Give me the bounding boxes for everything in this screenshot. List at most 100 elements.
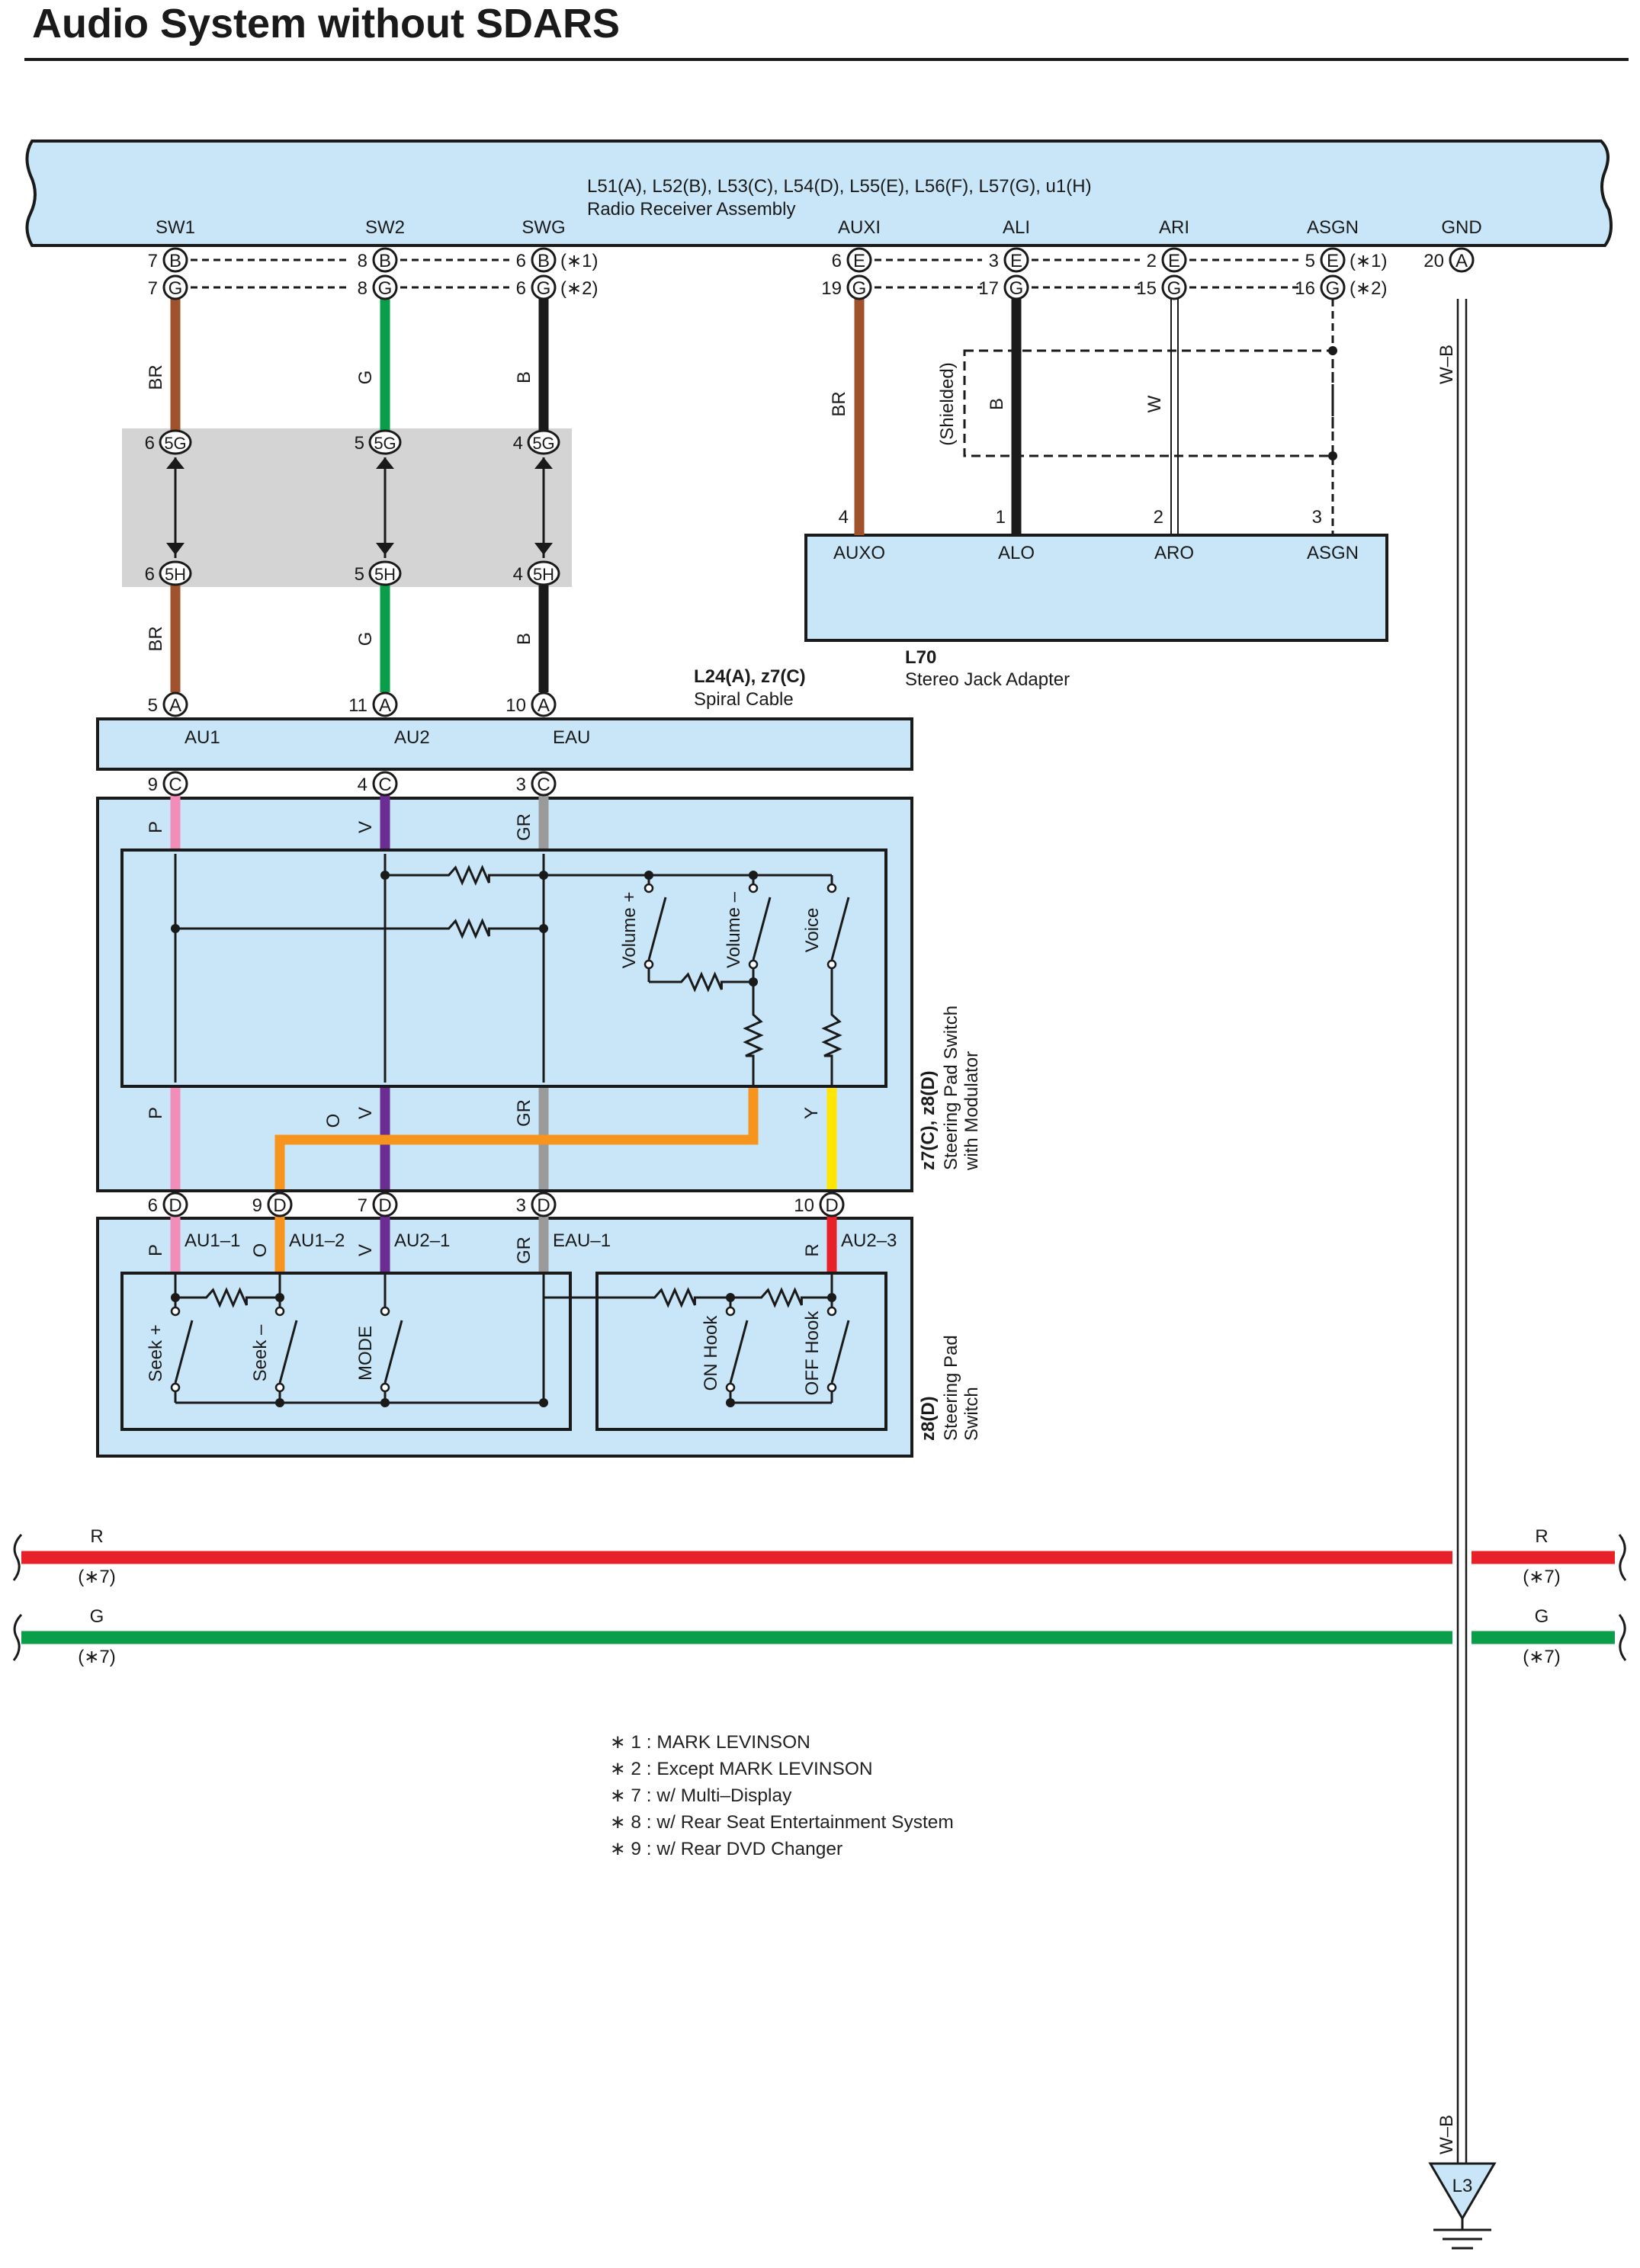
mod-res-5	[821, 1005, 842, 1066]
radio-pin-b3-conn: E	[853, 251, 865, 271]
gray-top-pin-0	[159, 429, 192, 455]
switch-on-hook-top-contact	[725, 1306, 736, 1317]
radio-pin-g3-circle	[846, 274, 872, 300]
spiral-pin-c1-conn: C	[378, 775, 391, 795]
dot-p-h1	[171, 924, 180, 933]
radio-pin-b1-circle	[372, 247, 398, 273]
switch-voice-top-contact	[826, 883, 837, 893]
radio-terminal-swg: SWG	[522, 217, 565, 238]
switch-off-hook-bottom-contact	[826, 1382, 837, 1393]
gray-top-conn-1: 5G	[374, 434, 396, 453]
pad-res-seek	[200, 1287, 253, 1308]
label-layer: L51(A), L52(B), L53(C), L54(D), L55(E), …	[78, 176, 1560, 2196]
gray-bot-num-1: 5	[355, 564, 364, 585]
radio-pin-b6-circle	[1320, 247, 1346, 273]
switch-on-hook-bottom-contact	[725, 1382, 736, 1393]
gray-top-conn-2: 5G	[532, 434, 554, 453]
pad-terminal-2: AU2–1	[394, 1230, 450, 1251]
bus-note-right-R: (∗7)	[1523, 1567, 1560, 1587]
switch-seek-minus-top-contact	[274, 1306, 285, 1317]
radio-pin-g4-circle	[1003, 274, 1029, 300]
mod-label-top-1: V	[355, 821, 376, 833]
pad-pin-d4-conn: D	[825, 1195, 838, 1216]
bus-note-left-R: (∗7)	[78, 1567, 115, 1587]
notes-legend: ∗ 1 : MARK LEVINSON ∗ 2 : Except MARK LE…	[610, 1729, 954, 1862]
spiral-pin-a1-conn: A	[379, 695, 391, 716]
switch-volume-minus-bottom-contact	[748, 959, 759, 970]
switch-seek-plus-blade	[174, 1320, 194, 1384]
bus-label-left-R: R	[90, 1526, 103, 1547]
mod-label-bot-2: GR	[514, 1099, 534, 1127]
gray-arrow-up-2	[534, 457, 553, 469]
radio-pin-g3-conn: G	[852, 278, 867, 299]
bus-label-right-G: G	[1535, 1606, 1549, 1627]
stereo-pin-3: 3	[1312, 507, 1322, 528]
pad-pin-d1-circle	[267, 1192, 293, 1217]
mod-label-bot-0: P	[146, 1107, 166, 1119]
spiral-pin-c0-conn: C	[168, 775, 181, 795]
radio-pin-g0-conn: G	[168, 278, 183, 299]
pad-pin-d1-num: 9	[252, 1195, 262, 1216]
pad-pin-d0-circle	[162, 1192, 188, 1217]
spiral-terminal-2: EAU	[553, 727, 590, 748]
radio-pin-g2-conn: G	[537, 278, 551, 299]
radio-terminal-ari: ARI	[1159, 217, 1189, 238]
page-title: Audio System without SDARS	[32, 1, 621, 47]
steering-pad-outer	[96, 1217, 913, 1458]
spiral-terminal-0: AU1	[185, 727, 220, 748]
bus-note-left-G: (∗7)	[78, 1647, 115, 1667]
radio-pin-g2-circle	[531, 274, 557, 300]
stereo-terminal-0: AUXO	[833, 543, 885, 563]
wire-label-wb-bottom: W–B	[1436, 2115, 1457, 2154]
wire-orange-mod	[274, 1086, 759, 1189]
wire-label-lower-0: BR	[146, 626, 166, 651]
dot-v-h2	[380, 871, 390, 880]
pad-pin-d1-conn: D	[273, 1195, 286, 1216]
radio-pin-g5-circle	[1161, 274, 1187, 300]
gray-top-pin-1	[368, 429, 402, 455]
radio-pin-g3-num: 19	[821, 278, 842, 299]
radio-pin-b0-conn: B	[169, 251, 181, 271]
gray-bot-conn-1: 5H	[374, 565, 396, 584]
component-layer	[12, 247, 1627, 2250]
gray-bot-pin-2	[527, 560, 560, 586]
radio-pin-b2-conn: B	[538, 251, 550, 271]
switch-seek-plus-bottom-contact	[170, 1382, 181, 1393]
switch-mode-top-contact	[380, 1306, 390, 1317]
modulator-outer	[96, 797, 913, 1192]
spiral-pin-a1-circle	[372, 691, 398, 717]
pad-pin-d4-num: 10	[794, 1195, 814, 1216]
mod-res-1	[442, 865, 496, 886]
bus-break-left-0	[12, 1533, 23, 1581]
note-8: ∗ 8 : w/ Rear Seat Entertainment System	[610, 1812, 954, 1833]
dot-vm	[749, 977, 758, 986]
gray-bot-num-2: 4	[513, 564, 523, 585]
switch-volume-minus-top-contact	[748, 883, 759, 893]
radio-terminal-auxi: AUXI	[838, 217, 881, 238]
stereo-desc: Stereo Jack Adapter	[905, 669, 1070, 690]
stereo-pin-0: 4	[839, 507, 849, 528]
switch-volume-minus-blade	[752, 897, 772, 961]
wire-layer	[21, 299, 1615, 1644]
pad-terminal-3: EAU–1	[553, 1230, 611, 1251]
stereo-terminal-2: ARO	[1154, 543, 1194, 563]
stereo-terminal-1: ALO	[998, 543, 1035, 563]
spiral-pin-a2-num: 10	[505, 695, 526, 716]
radio-pin-b2-num: 6	[516, 251, 526, 271]
pad-inner-left	[120, 1272, 572, 1431]
pad-pin-d2-circle	[372, 1192, 398, 1217]
switch-mode-blade	[384, 1320, 403, 1384]
radio-pin-b5-circle	[1161, 247, 1187, 273]
modulator-desc1: Steering Pad Switch	[941, 1006, 961, 1170]
radio-receiver-panel	[25, 140, 1613, 247]
spiral-pin-a0-num: 5	[148, 695, 158, 716]
wire-label-upper-2: B	[514, 371, 534, 383]
radio-pin-g4-num: 17	[978, 278, 999, 299]
spiral-pin-a2-conn: A	[538, 695, 550, 716]
shield-box	[963, 349, 1334, 457]
spiral-pin-c2-conn: C	[537, 775, 550, 795]
radio-pin-b4-num: 3	[989, 251, 999, 271]
spiral-pin-c1-num: 4	[358, 775, 367, 795]
pad-pin-d3-circle	[531, 1192, 557, 1217]
radio-pin-b5-num: 2	[1147, 251, 1157, 271]
